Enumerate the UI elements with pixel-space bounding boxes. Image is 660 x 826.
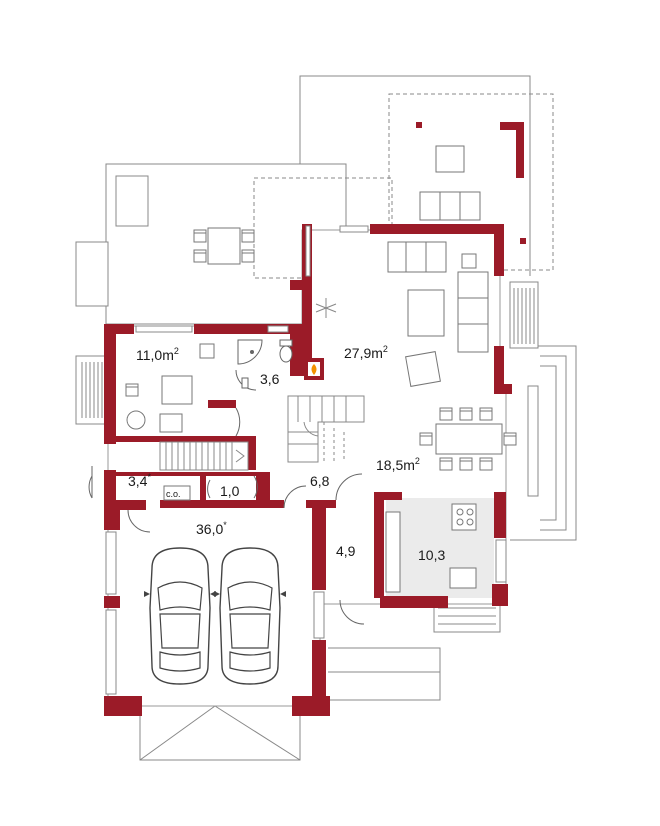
- wc-area-label: 1,0: [220, 483, 240, 499]
- vestibule-area-label: 4,9: [336, 543, 356, 559]
- study-area-label: 11,0m2: [136, 346, 179, 363]
- terrace-outlines: [75, 75, 577, 761]
- windows: [105, 225, 539, 695]
- walls: [104, 122, 526, 716]
- hall-area-label: 6,8: [310, 473, 330, 489]
- lamp-icon: [315, 298, 337, 318]
- dining-area-label: 18,5m2: [376, 456, 420, 473]
- stairs-icon: [159, 395, 365, 471]
- boiler-area-label: 3,4*: [128, 472, 151, 489]
- shower-icon: [237, 339, 263, 365]
- co-label: c.o.: [166, 489, 181, 499]
- kitchen-area-label: 10,3: [418, 547, 445, 563]
- room-labels: 11,0m2 3,6 27,9m2 18,5m2 3,4* c.o. 1,0 6…: [128, 344, 445, 563]
- bathroom-area-label: 3,6: [260, 371, 280, 387]
- fireplace-icon: [304, 358, 324, 380]
- step-hatch: [81, 288, 535, 418]
- toilet-icon: [241, 339, 293, 389]
- garage-area-label: 36,0*: [196, 520, 227, 537]
- furniture: [125, 145, 517, 593]
- living-area-label: 27,9m2: [344, 344, 388, 361]
